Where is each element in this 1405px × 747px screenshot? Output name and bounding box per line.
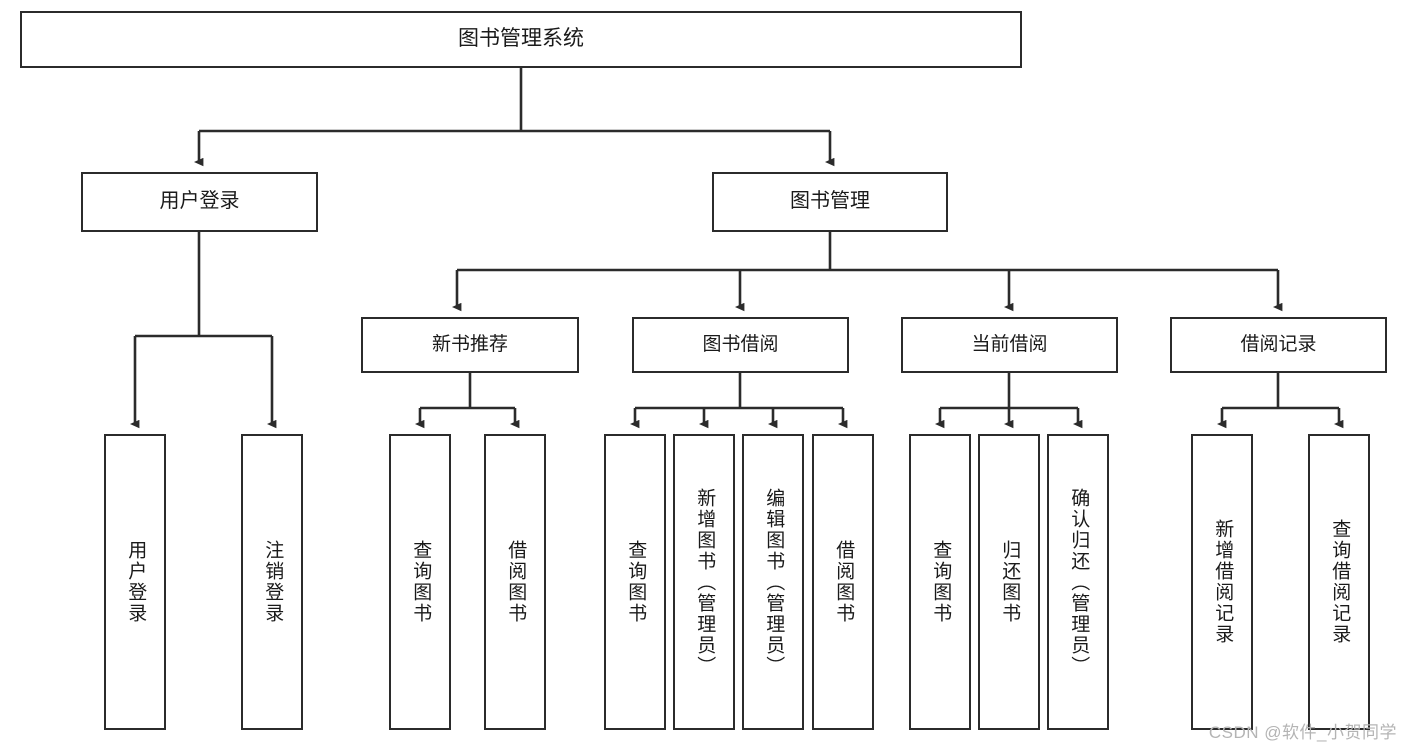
leaf-current-borrow-query-book[interactable]: 查询图书 xyxy=(909,434,971,730)
node-borrow-records[interactable]: 借阅记录 xyxy=(1170,317,1387,373)
leaf-book-borrow-borrow-book[interactable]: 借阅图书 xyxy=(812,434,874,730)
node-label: 借阅图书 xyxy=(505,540,527,624)
leaf-new-book-query-book[interactable]: 查询图书 xyxy=(389,434,451,730)
node-label: 查询图书 xyxy=(930,540,952,624)
leaf-borrow-records-query-record[interactable]: 查询借阅记录 xyxy=(1308,434,1370,730)
node-label: 查询借阅记录 xyxy=(1329,519,1351,645)
node-label: 新增图书（管理员） xyxy=(694,487,716,677)
leaf-borrow-records-add-record[interactable]: 新增借阅记录 xyxy=(1191,434,1253,730)
node-label: 归还图书 xyxy=(999,540,1021,624)
node-current-borrow[interactable]: 当前借阅 xyxy=(901,317,1118,373)
leaf-book-borrow-query-book[interactable]: 查询图书 xyxy=(604,434,666,730)
leaf-book-borrow-edit-book-admin[interactable]: 编辑图书（管理员） xyxy=(742,434,804,730)
node-root-book-management-system[interactable]: 图书管理系统 xyxy=(20,11,1022,68)
node-label: 注销登录 xyxy=(262,540,284,624)
node-book-management[interactable]: 图书管理 xyxy=(712,172,948,232)
node-label: 用户登录 xyxy=(125,540,147,624)
node-label: 编辑图书（管理员） xyxy=(763,487,785,677)
node-label: 借阅记录 xyxy=(1240,333,1317,355)
node-label: 借阅图书 xyxy=(833,540,855,624)
node-label: 图书借阅 xyxy=(702,333,779,355)
leaf-user-login-login[interactable]: 用户登录 xyxy=(104,434,166,730)
node-label: 新增借阅记录 xyxy=(1212,519,1234,645)
node-label: 查询图书 xyxy=(625,540,647,624)
node-label: 图书管理 xyxy=(790,190,870,213)
node-label: 新书推荐 xyxy=(431,333,508,355)
node-label: 确认归还（管理员） xyxy=(1068,487,1090,677)
leaf-user-login-logout[interactable]: 注销登录 xyxy=(241,434,303,730)
leaf-new-book-borrow-book[interactable]: 借阅图书 xyxy=(484,434,546,730)
node-label: 查询图书 xyxy=(410,540,432,624)
node-label: 当前借阅 xyxy=(971,333,1048,355)
node-label: 图书管理系统 xyxy=(458,27,584,51)
node-new-book-recommend[interactable]: 新书推荐 xyxy=(361,317,579,373)
node-book-borrow[interactable]: 图书借阅 xyxy=(632,317,849,373)
node-user-login[interactable]: 用户登录 xyxy=(81,172,318,232)
leaf-current-borrow-return-book[interactable]: 归还图书 xyxy=(978,434,1040,730)
leaf-book-borrow-add-book-admin[interactable]: 新增图书（管理员） xyxy=(673,434,735,730)
node-label: 用户登录 xyxy=(159,190,240,213)
leaf-current-borrow-confirm-return-admin[interactable]: 确认归还（管理员） xyxy=(1047,434,1109,730)
